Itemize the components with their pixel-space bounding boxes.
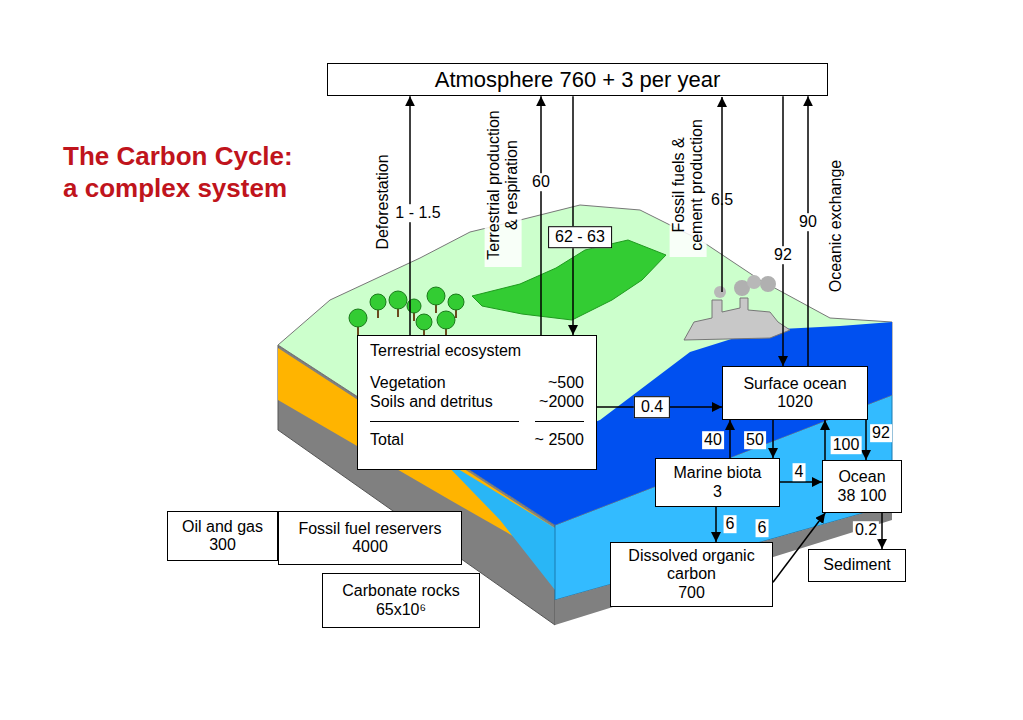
flux-arrow <box>865 420 867 460</box>
box-value: ~2000 <box>535 393 584 411</box>
flux-arrow <box>881 513 883 549</box>
flux-arrow <box>540 96 542 335</box>
flux-value: 60 <box>530 173 552 191</box>
box-value: ~500 <box>535 374 584 392</box>
box-value: Total <box>370 421 519 449</box>
flux-value: 0.4 <box>634 396 670 418</box>
flux-value: 40 <box>702 431 724 449</box>
land-surface <box>278 205 892 525</box>
seabed-face <box>555 505 892 625</box>
factory <box>684 275 790 340</box>
flux-arrow <box>572 96 574 335</box>
flux-value: 4 <box>793 463 806 481</box>
flux-name: Terrestrial production & respiration <box>485 103 522 267</box>
reservoir-box: Surface ocean1020 <box>722 366 868 420</box>
flux-value: 92 <box>870 424 892 442</box>
reservoir-box: Oil and gas300 <box>167 511 278 561</box>
flux-arrow <box>715 507 717 542</box>
flux-value: 92 <box>772 246 794 264</box>
flux-arrow <box>780 481 822 483</box>
flux-arrow <box>824 420 826 460</box>
box-heading: Dissolved organic carbon <box>617 547 766 584</box>
reservoir-box: Carbonate rocks65x10⁶ <box>322 573 480 628</box>
reservoir-box: Ocean38 100 <box>822 460 902 513</box>
flux-value: 6.5 <box>711 191 733 209</box>
flux-value: 62 - 63 <box>548 226 612 248</box>
flux-value: 100 <box>831 436 862 454</box>
box-value: 1020 <box>777 393 813 411</box>
box-heading: Sediment <box>823 556 891 574</box>
flux-value: 6 <box>724 515 737 533</box>
box-heading: Marine biota <box>673 464 761 482</box>
box-heading: Terrestrial ecosystem <box>370 342 584 360</box>
reservoir-box: Marine biota3 <box>655 458 780 507</box>
box-heading: Carbonate rocks <box>342 582 459 600</box>
box-heading: Surface ocean <box>743 375 846 393</box>
box-value: 65x10⁶ <box>376 601 426 619</box>
reservoir-box: Atmosphere 760 + 3 per year <box>327 63 828 96</box>
box-value: ~ 2500 <box>535 421 584 449</box>
flux-value: 0.2 <box>853 521 879 539</box>
box-value: 300 <box>209 536 236 554</box>
flux-name: Oceanic exchange <box>827 144 845 308</box>
flux-value: 90 <box>797 213 819 231</box>
box-value: Soils and detritus <box>370 393 519 411</box>
flux-arrow <box>772 420 774 458</box>
reservoir-box: Dissolved organic carbon700 <box>610 542 773 607</box>
box-heading: Oil and gas <box>182 518 263 536</box>
box-value: 3 <box>713 483 722 501</box>
reservoir-box: Terrestrial ecosystemVegetation ~500Soils… <box>357 335 597 470</box>
box-value: 4000 <box>352 538 388 556</box>
diagram-title: The Carbon Cycle: a complex system <box>63 141 305 204</box>
box-heading: Ocean <box>838 468 885 486</box>
flux-name: Fossil fuels & cement production <box>670 113 707 257</box>
box-value: Vegetation <box>370 374 519 392</box>
flux-value: 1 - 1.5 <box>393 204 442 222</box>
trees <box>349 287 464 338</box>
flux-arrow <box>782 96 784 366</box>
box-value: 700 <box>678 584 705 602</box>
flux-arrow <box>807 96 809 366</box>
reservoir-box: Fossil fuel reservers4000 <box>278 511 462 565</box>
box-heading: Atmosphere 760 + 3 per year <box>435 67 721 92</box>
flux-arrow <box>729 420 731 458</box>
reservoir-box: Sediment <box>808 549 906 582</box>
box-value: 38 100 <box>838 487 887 505</box>
box-heading: Fossil fuel reservers <box>298 520 441 538</box>
flux-value: 50 <box>744 431 766 449</box>
flux-name: Deforestation <box>374 135 392 269</box>
flux-value: 6 <box>756 519 769 537</box>
